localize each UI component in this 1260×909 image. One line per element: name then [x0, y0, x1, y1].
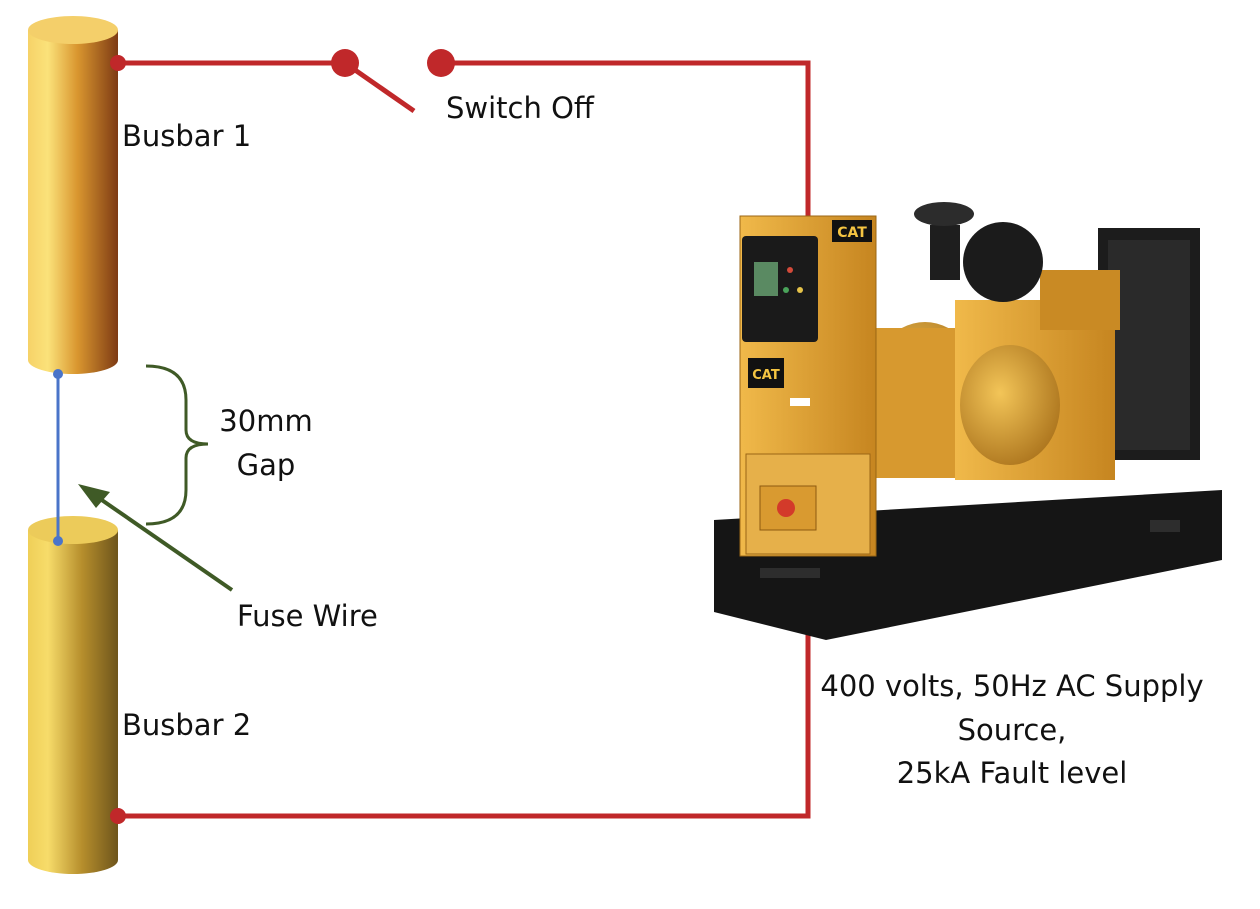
busbar-2 [28, 516, 118, 874]
gap-label-line1: 30mm [219, 404, 313, 438]
source-label: 400 volts, 50Hz AC Supply Source, 25kA F… [808, 665, 1216, 796]
busbar-2-label: Busbar 2 [122, 708, 252, 742]
terminal-dot-top [110, 55, 126, 71]
switch-label: Switch Off [446, 91, 594, 125]
generator-image: CAT CAT [714, 202, 1222, 640]
gap-label: 30mm Gap [210, 400, 322, 487]
fuse-label: Fuse Wire [237, 599, 378, 633]
source-label-line3: 25kA Fault level [896, 756, 1128, 790]
source-label-line2: Source, [957, 712, 1067, 747]
fuse-wire [53, 369, 63, 546]
circuit-wire [118, 60, 811, 819]
switch-contact-right [427, 49, 455, 77]
cat-logo-side: CAT [752, 368, 780, 383]
busbar-1-label: Busbar 1 [122, 119, 252, 153]
terminal-dot-bottom [110, 808, 126, 824]
source-label-line1: 400 volts, 50Hz AC Supply [820, 669, 1204, 703]
busbar-1 [28, 16, 118, 374]
fuse-arrow [78, 484, 234, 592]
switch-contact-left [331, 49, 359, 77]
gap-label-line2: Gap [236, 447, 296, 482]
cat-logo-top: CAT [837, 225, 867, 241]
gap-brace [145, 364, 209, 526]
switch-blade [343, 60, 416, 114]
